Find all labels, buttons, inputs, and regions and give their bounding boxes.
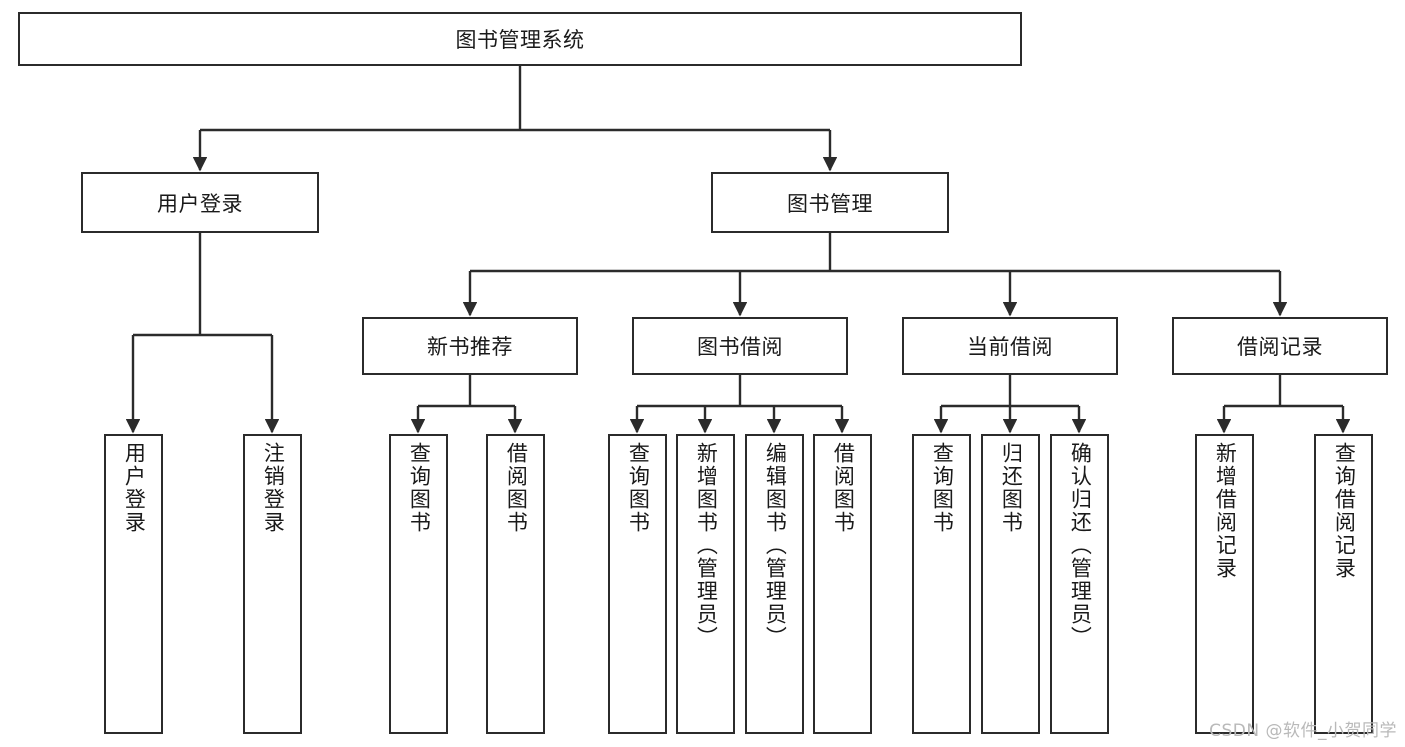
node-leaf-confirm-return-label: 确认归还（管理员）	[1068, 442, 1093, 649]
node-book-borrow[interactable]: 图书借阅	[632, 317, 848, 375]
watermark-text: CSDN @软件_小贺同学	[1209, 721, 1397, 741]
node-leaf-borrow-book-2-label: 借阅图书	[831, 442, 856, 534]
node-leaf-user-login[interactable]: 用户登录	[104, 434, 163, 734]
node-leaf-edit-book[interactable]: 编辑图书（管理员）	[745, 434, 804, 734]
node-leaf-user-logout[interactable]: 注销登录	[243, 434, 302, 734]
node-leaf-confirm-return[interactable]: 确认归还（管理员）	[1050, 434, 1109, 734]
node-leaf-add-book[interactable]: 新增图书（管理员）	[676, 434, 735, 734]
node-borrow-record[interactable]: 借阅记录	[1172, 317, 1388, 375]
node-book-manage-label: 图书管理	[787, 191, 873, 216]
node-leaf-query-book-1-label: 查询图书	[407, 442, 432, 534]
node-book-manage[interactable]: 图书管理	[711, 172, 949, 233]
node-leaf-add-record[interactable]: 新增借阅记录	[1195, 434, 1254, 734]
node-new-book-rec[interactable]: 新书推荐	[362, 317, 578, 375]
node-borrow-record-label: 借阅记录	[1237, 335, 1323, 359]
node-leaf-query-book-2-label: 查询图书	[626, 442, 651, 534]
node-book-borrow-label: 图书借阅	[697, 335, 783, 359]
node-leaf-user-logout-label: 注销登录	[261, 442, 286, 534]
node-current-borrow-label: 当前借阅	[967, 335, 1053, 359]
node-leaf-query-record[interactable]: 查询借阅记录	[1314, 434, 1373, 734]
node-leaf-borrow-book-1-label: 借阅图书	[504, 442, 529, 534]
node-leaf-add-record-label: 新增借阅记录	[1213, 442, 1238, 580]
node-current-borrow[interactable]: 当前借阅	[902, 317, 1118, 375]
node-user-login[interactable]: 用户登录	[81, 172, 319, 233]
node-leaf-query-book-3[interactable]: 查询图书	[912, 434, 971, 734]
node-leaf-add-book-label: 新增图书（管理员）	[694, 442, 719, 649]
node-leaf-query-book-2[interactable]: 查询图书	[608, 434, 667, 734]
node-leaf-return-book-label: 归还图书	[999, 442, 1024, 534]
node-leaf-borrow-book-2[interactable]: 借阅图书	[813, 434, 872, 734]
node-root-label: 图书管理系统	[455, 28, 585, 52]
node-root[interactable]: 图书管理系统	[18, 12, 1022, 66]
node-leaf-edit-book-label: 编辑图书（管理员）	[763, 442, 788, 649]
node-leaf-user-login-label: 用户登录	[122, 442, 147, 534]
node-leaf-return-book[interactable]: 归还图书	[981, 434, 1040, 734]
node-user-login-label: 用户登录	[157, 191, 243, 216]
node-leaf-query-book-3-label: 查询图书	[930, 442, 955, 534]
node-leaf-borrow-book-1[interactable]: 借阅图书	[486, 434, 545, 734]
node-leaf-query-record-label: 查询借阅记录	[1332, 442, 1357, 580]
node-leaf-query-book-1[interactable]: 查询图书	[389, 434, 448, 734]
node-new-book-rec-label: 新书推荐	[427, 335, 513, 359]
